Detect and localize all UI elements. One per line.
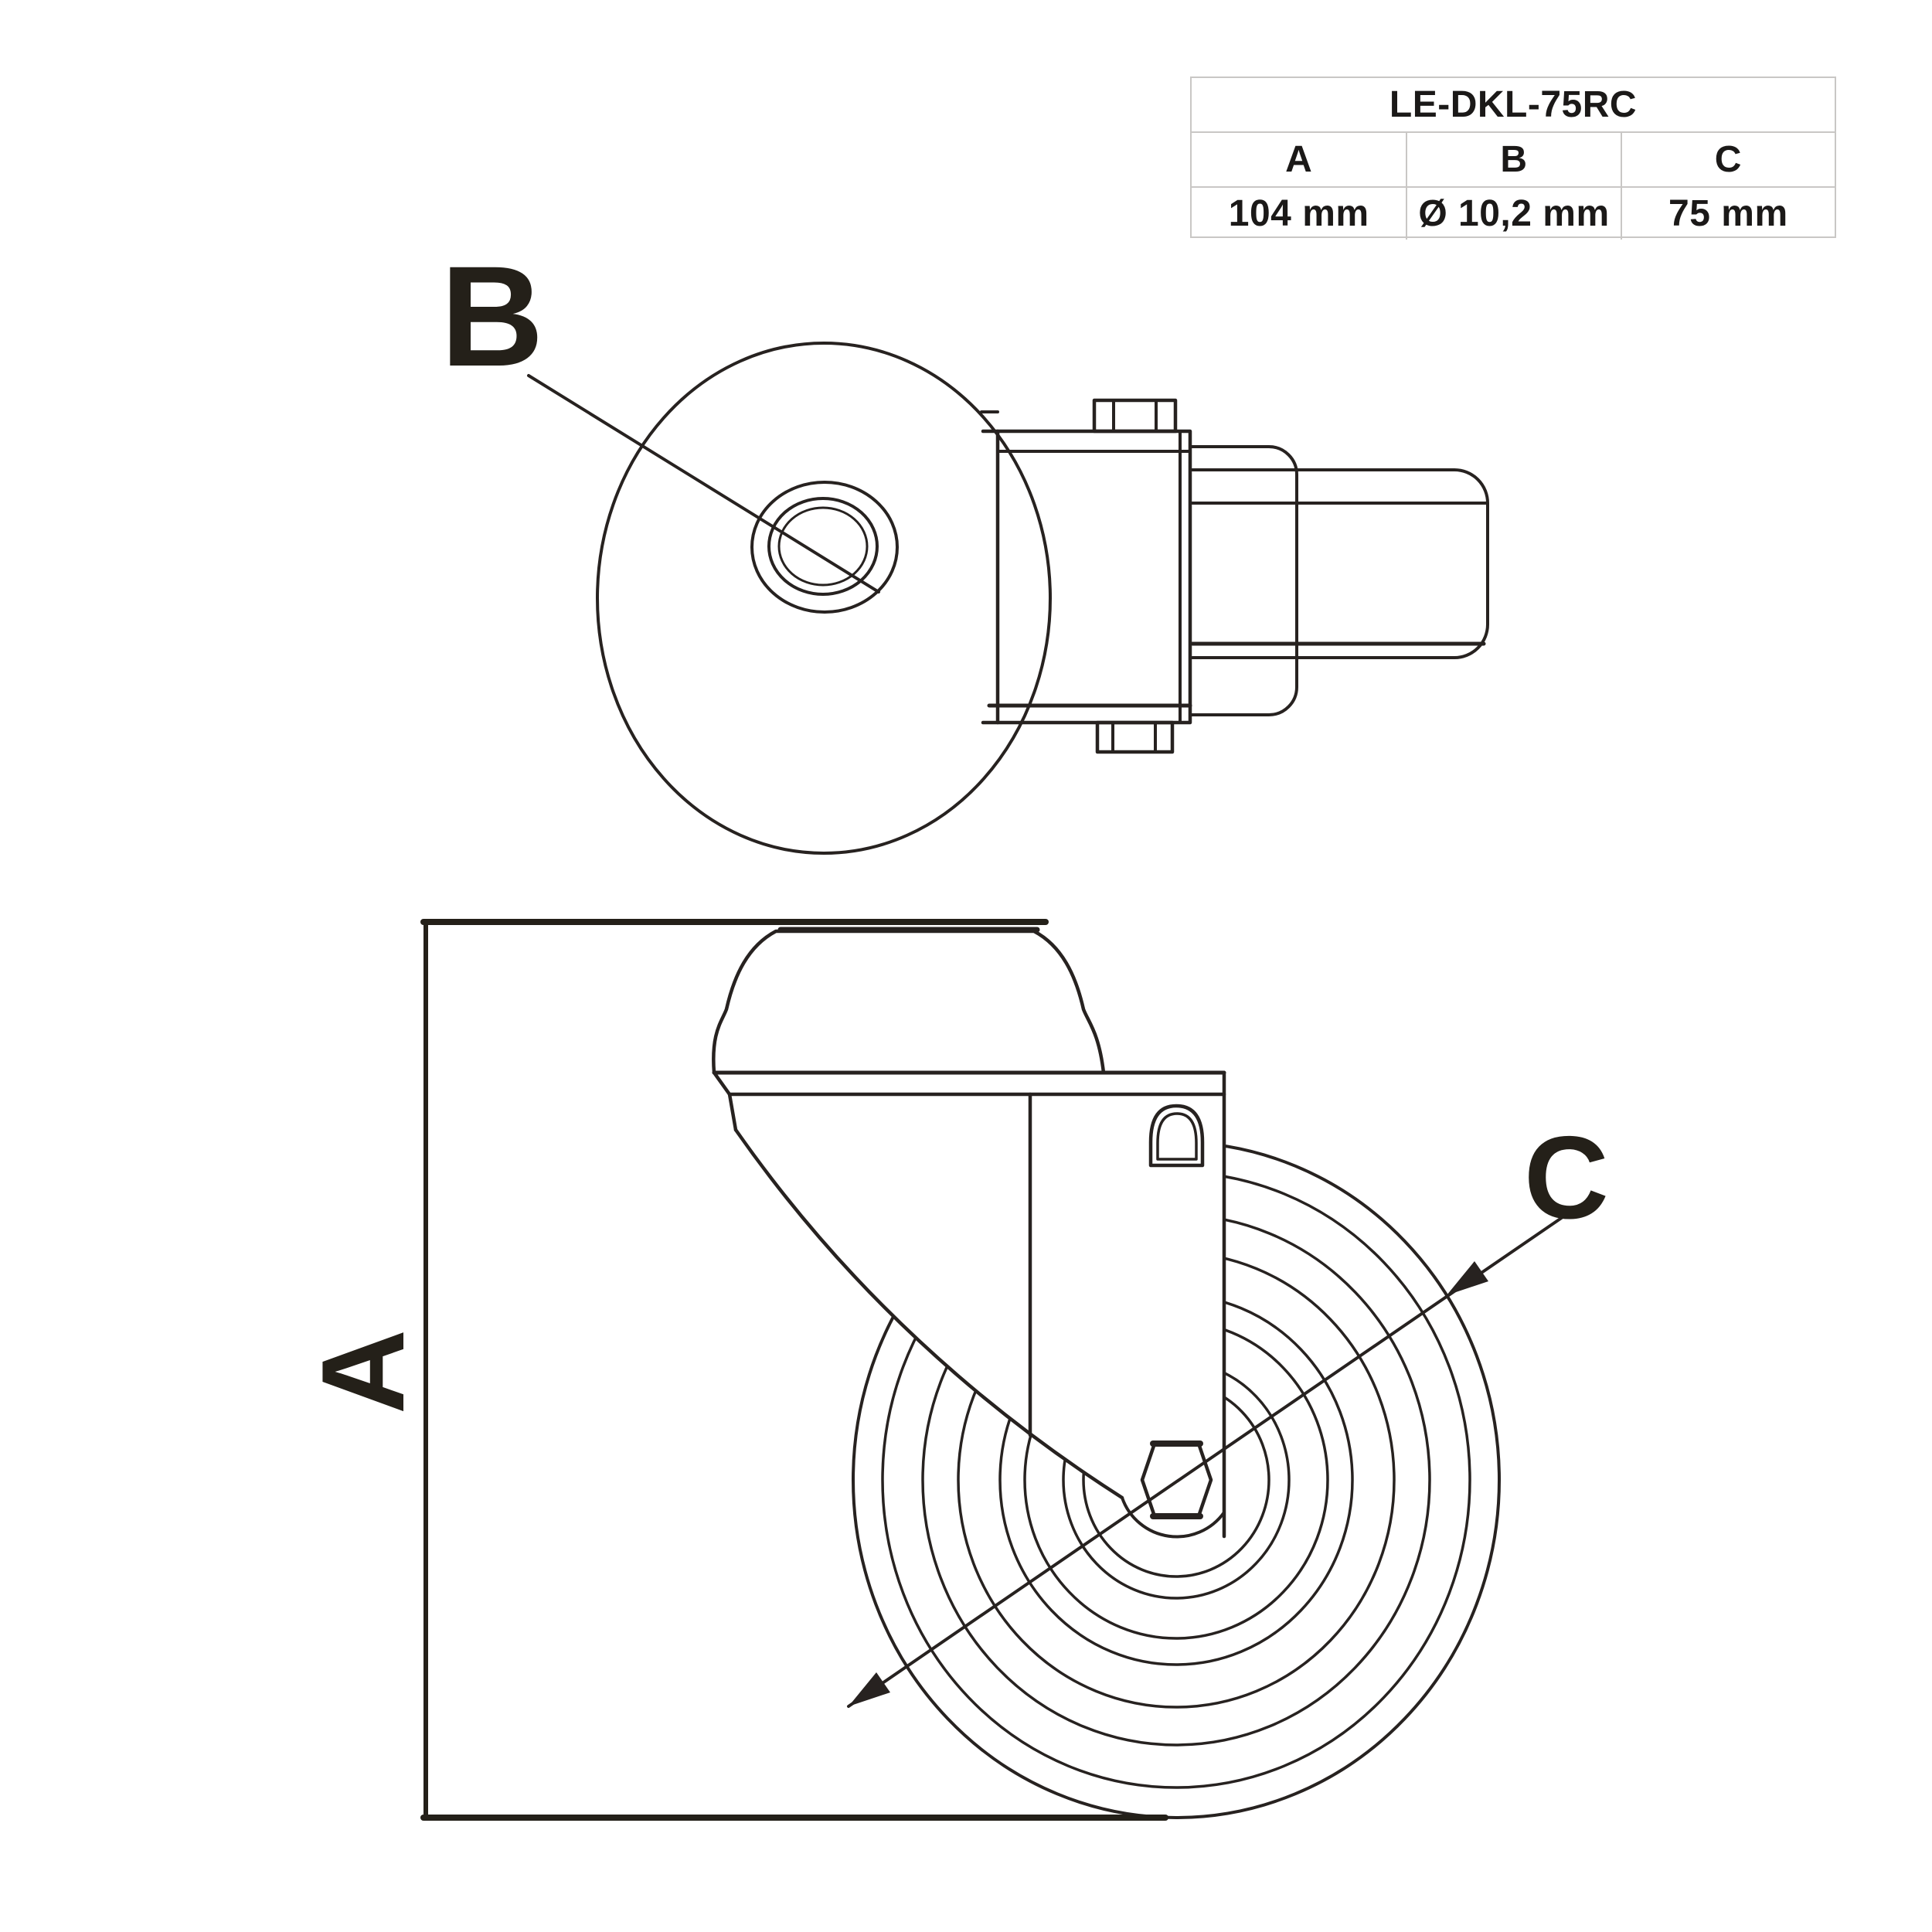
- spec-table-value-c: 75 mm: [1620, 188, 1835, 240]
- spec-table-col-b: B: [1406, 133, 1620, 186]
- dim-c-arrow-upper: [1447, 1261, 1488, 1295]
- mount-bar-left-end: [712, 1070, 732, 1097]
- hub-outline: [750, 481, 899, 614]
- wheel-front-outline: [596, 342, 1052, 855]
- bottom-bolt-head: [1095, 720, 1175, 754]
- dim-a-bracket: [420, 919, 1168, 1821]
- side-view-caster: [712, 927, 1564, 1819]
- fork-body-mask: [730, 1094, 1224, 1498]
- spec-table-header-row: A B C: [1192, 131, 1835, 186]
- top-bolt-head: [1092, 398, 1178, 434]
- dome-mask: [713, 931, 1104, 1073]
- bolt-hole-outer: [1148, 1104, 1205, 1168]
- top-view-wheel-assembly: [527, 342, 1489, 855]
- spec-table-model: LE-DKL-75RC: [1389, 84, 1638, 125]
- bore-ring-inner: [777, 506, 869, 587]
- spec-table-value-row: 104 mm Ø 10,2 mm 75 mm: [1192, 186, 1835, 240]
- stem-outline: [1191, 468, 1489, 659]
- dim-label-b: B: [440, 237, 544, 396]
- spec-table-title-row: LE-DKL-75RC: [1192, 78, 1835, 131]
- fork-neck-step: [727, 1092, 738, 1132]
- spec-table-col-a: A: [1285, 139, 1313, 180]
- bolt-hole-inner: [1156, 1112, 1198, 1161]
- dim-label-a: A: [298, 1329, 429, 1414]
- dim-c-arrow-lower: [849, 1672, 890, 1706]
- spec-table: LE-DKL-75RC A B C 104 mm Ø 10,2 mm 75 mm: [1190, 77, 1836, 240]
- fork-front-edge: [733, 1128, 1124, 1500]
- bore-ring-outer: [767, 497, 879, 596]
- dim-c-line: [847, 1216, 1564, 1708]
- dim-label-c: C: [1524, 1112, 1609, 1243]
- spec-table-col-c: C: [1620, 133, 1835, 186]
- spec-table-value-b: Ø 10,2 mm: [1406, 188, 1620, 240]
- spec-table-value-a: 104 mm: [1228, 193, 1369, 234]
- fork-plate-front: [995, 429, 1192, 725]
- mount-bar-mask: [714, 1071, 1224, 1096]
- dim-b-leader-line: [527, 374, 880, 594]
- swivel-housing-outline: [1189, 445, 1298, 716]
